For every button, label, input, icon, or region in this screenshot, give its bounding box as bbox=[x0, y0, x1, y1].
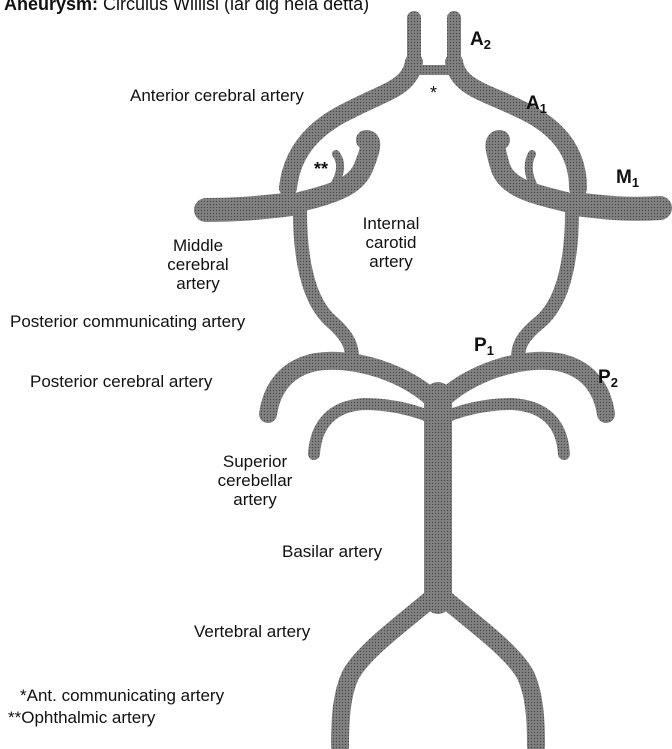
superior-cerebellar-right-vessel bbox=[438, 404, 564, 454]
segment-p1-label: P1 bbox=[474, 336, 494, 360]
label-posterior-communicating-artery: Posterior communicating artery bbox=[10, 312, 245, 331]
label-posterior-cerebral-artery: Posterior cerebral artery bbox=[30, 372, 212, 391]
label-middle-cerebral-artery: Middle cerebral artery bbox=[150, 236, 246, 293]
a1-right-vessel bbox=[454, 62, 578, 188]
footnote-acom: *Ant. communicating artery bbox=[20, 686, 224, 705]
segment-a2-sub: 2 bbox=[484, 37, 491, 52]
posterior-communicating-right-vessel bbox=[518, 212, 572, 358]
segment-a2-label: A2 bbox=[470, 30, 491, 54]
internal-carotid-line-3: artery bbox=[346, 252, 436, 271]
segment-a1-label: A1 bbox=[526, 94, 547, 118]
superior-cerebellar-left-vessel bbox=[314, 404, 438, 454]
vertebral-left-vessel bbox=[340, 598, 432, 746]
internal-carotid-line-2: carotid bbox=[346, 233, 436, 252]
label-anterior-cerebral-artery: Anterior cerebral artery bbox=[130, 86, 304, 105]
label-acom-star: * bbox=[430, 84, 437, 103]
segment-p2-label: P2 bbox=[598, 368, 618, 392]
label-vertebral-artery: Vertebral artery bbox=[194, 622, 310, 641]
segment-a1-letter: A bbox=[526, 93, 540, 114]
middle-cerebral-line-2: cerebral bbox=[150, 255, 246, 274]
posterior-communicating-left-vessel bbox=[300, 212, 352, 358]
superior-cerebellar-line-2: cerebellar bbox=[196, 471, 314, 490]
vertebral-right-vessel bbox=[444, 598, 536, 746]
segment-m1-sub: 1 bbox=[632, 175, 639, 190]
segment-m1-letter: M bbox=[616, 167, 632, 188]
segment-a1-sub: 1 bbox=[540, 101, 547, 116]
segment-p2-letter: P bbox=[598, 367, 611, 388]
footnote-ophthalmic: **Ophthalmic artery bbox=[8, 708, 155, 727]
internal-carotid-line-1: Internal bbox=[346, 214, 436, 233]
m1-right-vessel bbox=[576, 204, 660, 209]
label-basilar-artery: Basilar artery bbox=[282, 542, 382, 561]
segment-p1-letter: P bbox=[474, 335, 487, 356]
segment-p1-sub: 1 bbox=[487, 343, 494, 358]
middle-cerebral-line-3: artery bbox=[150, 274, 246, 293]
middle-cerebral-left-vessel bbox=[206, 204, 292, 210]
superior-cerebellar-line-1: Superior bbox=[196, 452, 314, 471]
segment-p2-sub: 2 bbox=[611, 375, 618, 390]
label-ophthalmic-star: ** bbox=[314, 160, 328, 179]
label-superior-cerebellar-artery: Superior cerebellar artery bbox=[196, 452, 314, 509]
segment-a2-letter: A bbox=[470, 29, 484, 50]
label-internal-carotid-artery: Internal carotid artery bbox=[346, 214, 436, 271]
segment-m1-label: M1 bbox=[616, 168, 639, 192]
middle-cerebral-line-1: Middle bbox=[150, 236, 246, 255]
superior-cerebellar-line-3: artery bbox=[196, 490, 314, 509]
